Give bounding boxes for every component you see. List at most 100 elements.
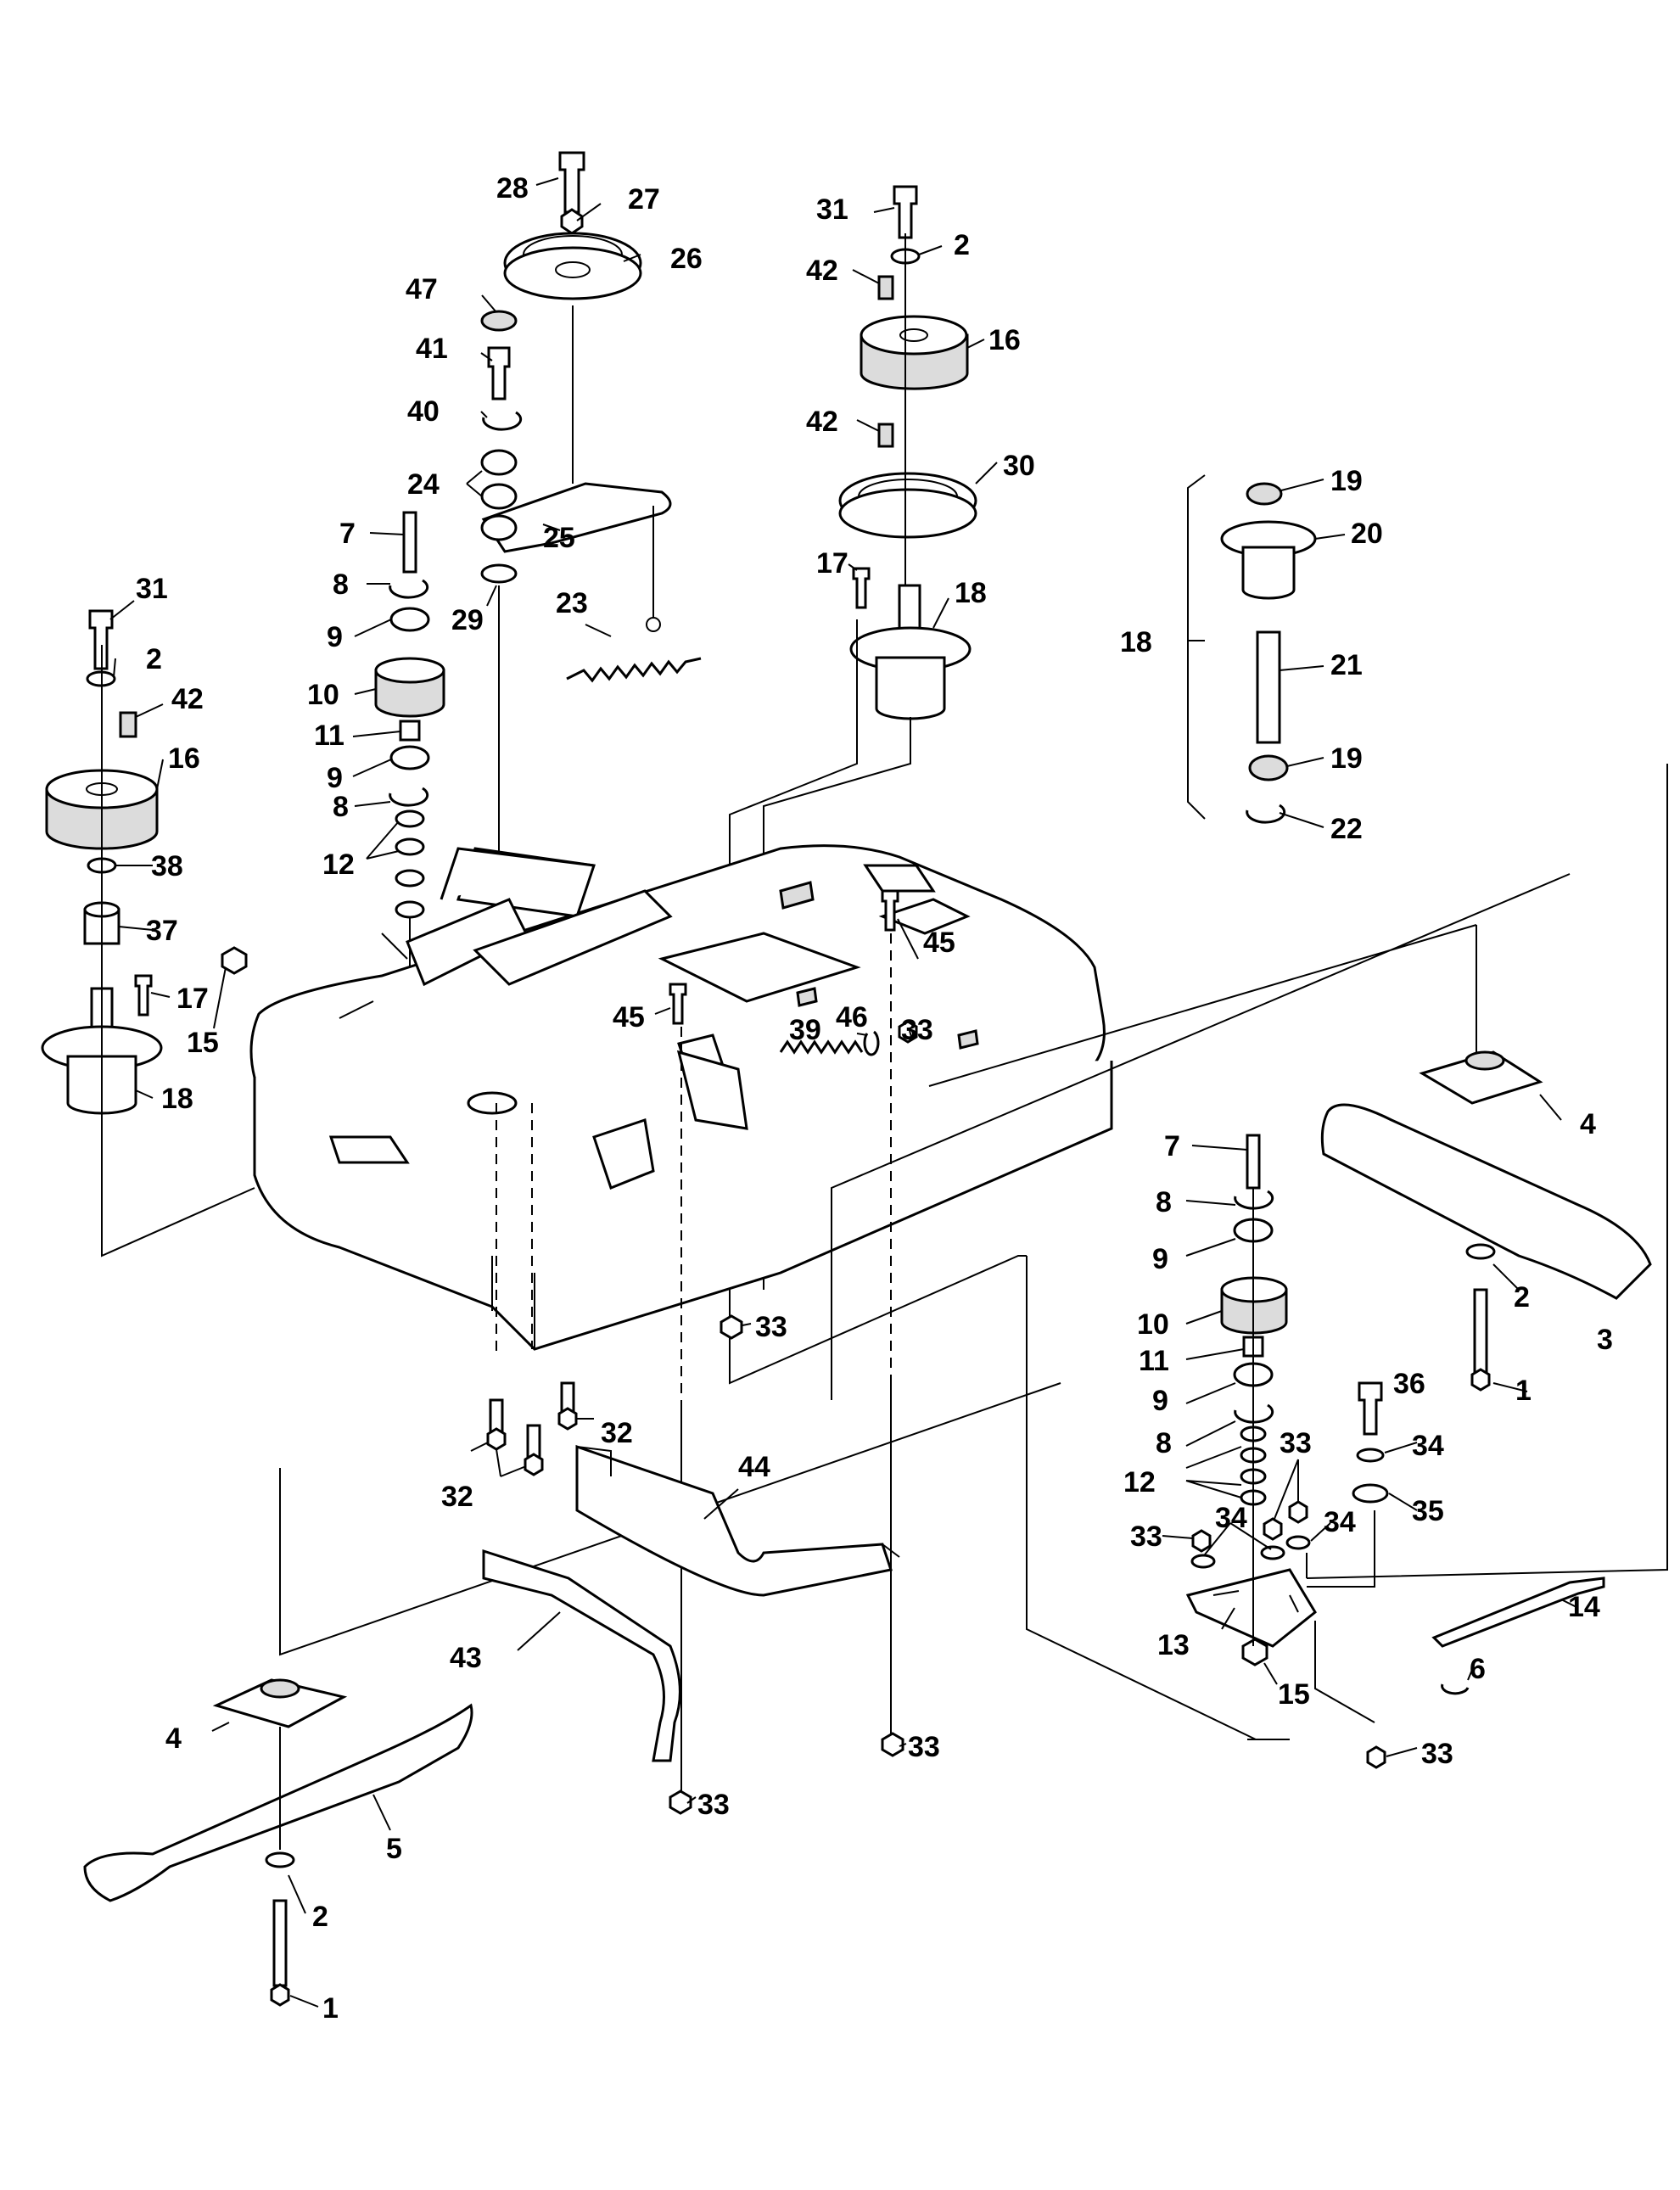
spacer-35 xyxy=(1352,1483,1389,1504)
right-blade-assembly xyxy=(1320,1050,1652,1392)
left-blade-assembly xyxy=(83,1678,473,2007)
callout-17b: 17 xyxy=(816,547,848,580)
callout-22: 22 xyxy=(1330,813,1363,845)
idler-arm-assembly xyxy=(480,151,702,976)
ring-22 xyxy=(1246,804,1286,824)
pin-7a xyxy=(402,511,417,574)
ring-46 xyxy=(863,1030,880,1056)
baffle-43 xyxy=(482,1549,681,1762)
washer-34c xyxy=(1260,1545,1285,1560)
callout-leaders xyxy=(109,177,1579,2008)
bracket-left xyxy=(328,1135,410,1164)
callout-16b: 16 xyxy=(988,324,1021,356)
bolt-17a xyxy=(134,974,153,1017)
bracket-right xyxy=(863,864,936,893)
callout-31a: 31 xyxy=(136,573,168,605)
spring-23 xyxy=(566,657,702,683)
shaft-21 xyxy=(1256,630,1281,744)
callout-42a: 42 xyxy=(171,683,204,715)
callout-12b: 12 xyxy=(1123,1466,1156,1498)
washer-34d xyxy=(1285,1535,1311,1550)
spindle-detail-18 xyxy=(1187,474,1317,824)
rod-14 xyxy=(1431,1577,1605,1648)
callout-18c: 18 xyxy=(1120,626,1152,658)
washer-2d xyxy=(265,1851,295,1868)
blade-3 xyxy=(1320,1103,1652,1300)
callout-38: 38 xyxy=(151,850,183,882)
callout-34b: 34 xyxy=(1215,1502,1247,1534)
callout-32b: 32 xyxy=(441,1481,473,1513)
callout-33h: 33 xyxy=(755,1311,787,1343)
callout-7b: 7 xyxy=(1164,1130,1180,1162)
callout-2a: 2 xyxy=(146,643,162,675)
callout-23: 23 xyxy=(556,587,588,619)
callout-29: 29 xyxy=(451,604,484,636)
nut-33d xyxy=(1288,1500,1308,1524)
deck-skirt xyxy=(253,1061,1113,1351)
washer-2c xyxy=(1465,1243,1496,1260)
nut-33b xyxy=(1191,1529,1212,1553)
deck-hole-left xyxy=(467,1091,518,1115)
callout-9d: 9 xyxy=(1152,1385,1168,1417)
callout-10b: 10 xyxy=(1137,1308,1169,1341)
callout-35: 35 xyxy=(1412,1495,1444,1527)
callout-47: 47 xyxy=(406,273,438,305)
cap-47 xyxy=(480,310,518,332)
callout-1b: 1 xyxy=(322,1992,339,2025)
callout-8c: 8 xyxy=(1156,1186,1172,1218)
bolt-1b xyxy=(272,1899,288,1987)
bearing-9b xyxy=(389,745,430,770)
callout-34c: 34 xyxy=(1324,1506,1356,1538)
spacer-11a xyxy=(399,720,421,742)
callout-28: 28 xyxy=(496,172,529,204)
ring-8b xyxy=(389,787,429,807)
callout-44: 44 xyxy=(738,1451,770,1483)
baffle-44 xyxy=(575,1444,893,1597)
callout-46: 46 xyxy=(836,1001,868,1033)
callout-3: 3 xyxy=(1597,1324,1613,1356)
callout-17a: 17 xyxy=(176,983,209,1015)
callout-15b: 15 xyxy=(1278,1678,1310,1711)
bolt-41 xyxy=(487,346,511,400)
callout-5: 5 xyxy=(386,1833,402,1865)
callout-42b: 42 xyxy=(806,255,838,287)
key-42c xyxy=(877,423,894,448)
callout-33e: 33 xyxy=(1421,1738,1453,1770)
callout-1a: 1 xyxy=(1515,1375,1532,1407)
callout-20: 20 xyxy=(1351,518,1383,550)
callout-21: 21 xyxy=(1330,649,1363,681)
nut-33h xyxy=(720,1314,743,1340)
callout-32a: 32 xyxy=(601,1417,633,1449)
ring-8c xyxy=(1234,1190,1274,1210)
callout-4a: 4 xyxy=(1580,1108,1596,1140)
clip-6 xyxy=(1441,1683,1470,1695)
callout-19b: 19 xyxy=(1330,742,1363,775)
ring-8d xyxy=(1234,1403,1274,1424)
nut-27 xyxy=(560,208,584,235)
bearing-19a xyxy=(1246,482,1283,506)
leader-lines xyxy=(279,764,1668,1799)
nut-33f xyxy=(669,1790,692,1815)
nut-15a xyxy=(221,946,248,975)
callout-37: 37 xyxy=(146,915,178,947)
callout-24: 24 xyxy=(407,468,440,501)
callout-11a: 11 xyxy=(314,720,344,752)
callout-31b: 31 xyxy=(816,193,848,226)
callout-18b: 18 xyxy=(955,577,987,609)
callout-11b: 11 xyxy=(1139,1345,1169,1377)
callout-15a: 15 xyxy=(187,1027,219,1059)
bolt-45a xyxy=(881,889,899,932)
pin-7b xyxy=(1246,1134,1261,1190)
spring-39 xyxy=(779,1039,864,1055)
callout-2b: 2 xyxy=(954,229,970,261)
callout-7a: 7 xyxy=(339,518,356,550)
bearing-19b xyxy=(1248,754,1289,781)
callout-9c: 9 xyxy=(1152,1243,1168,1275)
nut-15b xyxy=(1241,1638,1268,1666)
callout-40: 40 xyxy=(407,395,440,428)
callout-33b: 33 xyxy=(1280,1427,1312,1459)
washer-34b xyxy=(1190,1554,1216,1569)
bushing-24a xyxy=(480,449,518,476)
callout-33c: 33 xyxy=(1130,1521,1162,1553)
